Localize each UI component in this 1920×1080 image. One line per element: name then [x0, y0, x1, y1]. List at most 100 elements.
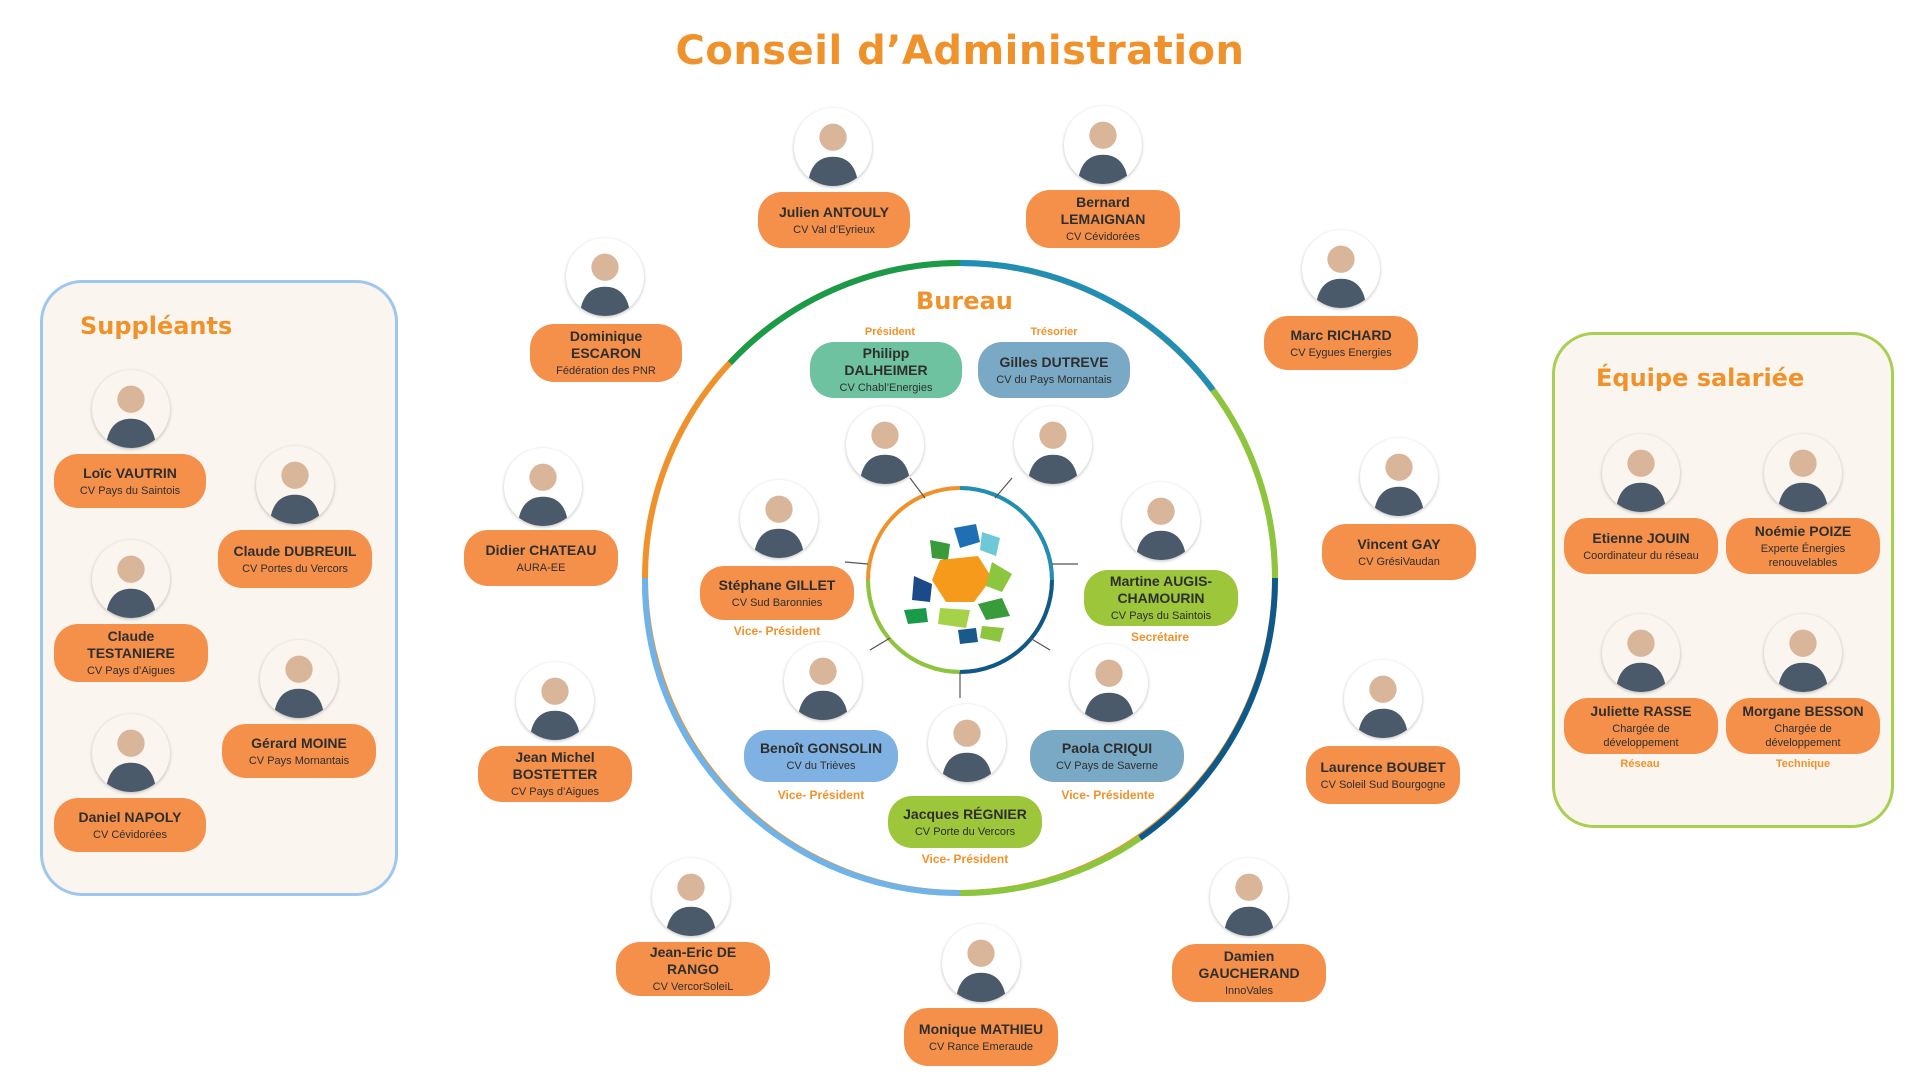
org: CV Cévidorées — [1066, 231, 1140, 243]
avatar — [740, 480, 818, 558]
bureau-ring — [641, 259, 1279, 897]
avatar — [784, 642, 862, 720]
tag-besson: Technique — [1775, 758, 1831, 770]
avatar — [928, 704, 1006, 782]
avatar — [566, 238, 644, 316]
avatar — [1302, 230, 1380, 308]
avatar — [256, 446, 334, 524]
avatar — [652, 858, 730, 936]
name: Claude TESTANIERE — [87, 628, 175, 661]
org: Coordinateur du réseau — [1583, 549, 1699, 562]
avatar — [1602, 614, 1680, 692]
name: Philipp DALHEIMER — [844, 345, 928, 378]
name: Gérard MOINE — [251, 734, 347, 751]
role-president: Président — [864, 326, 916, 338]
card-poize[interactable]: Noémie POIZE Experte Énergies renouvelab… — [1726, 518, 1880, 574]
role-gillet: Vice- Président — [733, 624, 821, 638]
org: CV Portes du Vercors — [242, 562, 348, 575]
name: Claude DUBREUIL — [233, 542, 357, 559]
card-augis[interactable]: Martine AUGIS-CHAMOURIN CV Pays du Saint… — [1084, 570, 1238, 626]
org: Fédération des PNR — [556, 365, 656, 377]
name: Loïc VAUTRIN — [83, 464, 177, 481]
avatar — [1014, 406, 1092, 484]
card-criqui[interactable]: Paola CRIQUI CV Pays de Saverne — [1030, 730, 1184, 782]
card-derango[interactable]: Jean-Eric DE RANGO CV VercorSoleiL — [616, 942, 770, 996]
avatar — [92, 540, 170, 618]
org: CV Pays d’Aigues — [510, 786, 600, 798]
org: CV du Trièves — [786, 759, 856, 772]
card-regnier[interactable]: Jacques RÉGNIER CV Porte du Vercors — [888, 796, 1042, 848]
role-regnier: Vice- Président — [921, 852, 1009, 866]
card-vautrin[interactable]: Loïc VAUTRIN CV Pays du Saintois — [54, 454, 206, 508]
org: CV Chabl’Energies — [839, 382, 933, 394]
avatar — [1064, 106, 1142, 184]
card-gaucherand[interactable]: Damien GAUCHERAND InnoVales — [1172, 944, 1326, 1002]
avatar — [846, 406, 924, 484]
bureau-label: Bureau — [916, 287, 1013, 315]
equipe-title: Équipe salariée — [1596, 364, 1805, 392]
org: Experte Énergies renouvelables — [1760, 542, 1846, 569]
org: CV Porte du Vercors — [914, 825, 1016, 838]
card-dubreuil[interactable]: Claude DUBREUIL CV Portes du Vercors — [218, 530, 372, 588]
role-augis: Secrétaire — [1130, 630, 1190, 644]
card-escaron[interactable]: Dominique ESCARON Fédération des PNR — [530, 324, 682, 382]
name: Vincent GAY — [1357, 535, 1441, 552]
role-criqui: Vice- Présidente — [1061, 788, 1155, 802]
card-antouly[interactable]: Julien ANTOULY CV Val d’Eyrieux — [758, 192, 910, 248]
name: Marc RICHARD — [1290, 326, 1392, 343]
page-title: Conseil d’Administration — [675, 28, 1245, 74]
name: Martine AUGIS-CHAMOURIN — [1109, 573, 1213, 606]
card-gay[interactable]: Vincent GAY CV GrésiVaudan — [1322, 524, 1476, 580]
card-napoly[interactable]: Daniel NAPOLY CV Cévidorées — [54, 798, 206, 852]
avatar — [1602, 434, 1680, 512]
name: Gilles DUTREVE — [999, 353, 1109, 370]
card-lemaignan[interactable]: Bernard LEMAIGNAN CV Cévidorées — [1026, 190, 1180, 248]
org: CV Pays d’Aigues — [86, 665, 176, 677]
org: CV GrésiVaudan — [1358, 555, 1440, 568]
name: Laurence BOUBET — [1320, 758, 1446, 775]
name: Monique MATHIEU — [918, 1020, 1044, 1037]
card-chateau[interactable]: Didier CHATEAU AURA-EE — [464, 530, 618, 586]
org: AURA-EE — [516, 561, 566, 574]
org: CV Pays du Saintois — [1110, 610, 1212, 622]
card-mathieu[interactable]: Monique MATHIEU CV Rance Emeraude — [904, 1008, 1058, 1066]
org: CV Val d’Eyrieux — [793, 223, 875, 236]
card-testaniere[interactable]: Claude TESTANIERE CV Pays d’Aigues — [54, 624, 208, 682]
avatar — [1070, 644, 1148, 722]
org: CV Soleil Sud Bourgogne — [1320, 778, 1446, 791]
name: Morgane BESSON — [1742, 702, 1864, 719]
name: Benoît GONSOLIN — [759, 739, 883, 756]
card-jouin[interactable]: Etienne JOUIN Coordinateur du réseau — [1564, 518, 1718, 574]
card-dalheimer[interactable]: Philipp DALHEIMER CV Chabl’Energies — [810, 342, 962, 398]
avatar — [1360, 438, 1438, 516]
avatar — [942, 924, 1020, 1002]
name: Daniel NAPOLY — [78, 808, 182, 825]
org: CV Pays de Saverne — [1055, 759, 1159, 772]
card-richard[interactable]: Marc RICHARD CV Eygues Energies — [1264, 316, 1418, 370]
name: Julien ANTOULY — [779, 203, 889, 220]
card-besson[interactable]: Morgane BESSON Chargée de développement — [1726, 698, 1880, 754]
tag-rasse: Réseau — [1620, 758, 1660, 770]
name: Paola CRIQUI — [1061, 739, 1153, 756]
name: Stéphane GILLET — [718, 576, 836, 593]
name: Etienne JOUIN — [1592, 529, 1690, 546]
name: Jean-Eric DE RANGO — [649, 944, 737, 977]
org: CV Eygues Energies — [1290, 346, 1392, 359]
card-bostetter[interactable]: Jean Michel BOSTETTER CV Pays d’Aigues — [478, 746, 632, 802]
avatar — [1210, 858, 1288, 936]
avatar — [260, 640, 338, 718]
card-gillet[interactable]: Stéphane GILLET CV Sud Baronnies — [700, 566, 854, 620]
role-gonsolin: Vice- Président — [777, 788, 865, 802]
name: Bernard LEMAIGNAN — [1060, 194, 1146, 227]
role-tresorier: Trésorier — [1030, 326, 1078, 338]
avatar — [794, 108, 872, 186]
card-gonsolin[interactable]: Benoît GONSOLIN CV du Trièves — [744, 730, 898, 782]
org: CV Rance Emeraude — [929, 1040, 1033, 1053]
avatar — [504, 448, 582, 526]
card-boubet[interactable]: Laurence BOUBET CV Soleil Sud Bourgogne — [1306, 746, 1460, 804]
card-moine[interactable]: Gérard MOINE CV Pays Mornantais — [222, 724, 376, 778]
card-rasse[interactable]: Juliette RASSE Chargée de développement — [1564, 698, 1718, 754]
org: CV Pays Mornantais — [248, 754, 350, 767]
avatar — [1344, 660, 1422, 738]
card-dutreve[interactable]: Gilles DUTREVE CV du Pays Mornantais — [978, 342, 1130, 398]
